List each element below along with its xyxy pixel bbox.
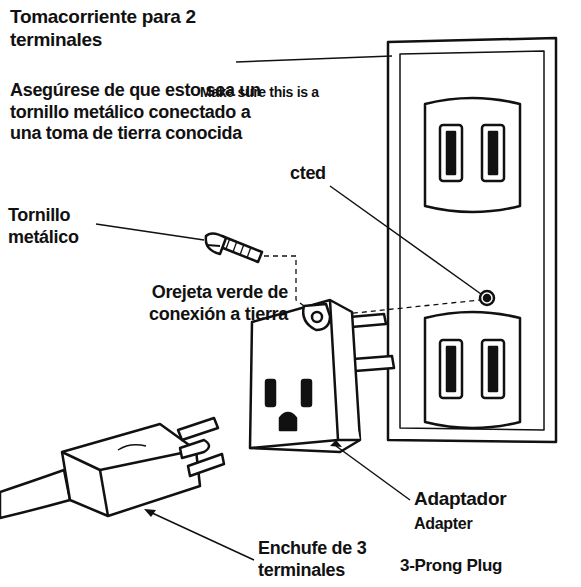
adapter-label-en: Adapter — [414, 514, 564, 533]
note-label-en: Make sure this is a — [200, 84, 380, 101]
receptacle — [425, 312, 520, 428]
wall-plate — [388, 38, 556, 442]
outlet-label: Tomacorriente para 2 terminales — [10, 6, 246, 52]
metal-screw — [206, 233, 262, 262]
screw-label: Tornillo metálico — [8, 205, 104, 248]
plug-label: Enchufe de 3 terminales — [258, 538, 386, 581]
three-prong-plug — [0, 418, 224, 518]
lug-label: Orejeta verde de conexión a tierra — [103, 282, 288, 325]
note-label-en: cted — [290, 163, 350, 185]
screw-hole — [480, 291, 494, 305]
receptacle — [425, 98, 520, 212]
adapter-label: Adaptador — [414, 488, 564, 511]
plug-label-en: 3-Prong Plug — [400, 556, 570, 576]
